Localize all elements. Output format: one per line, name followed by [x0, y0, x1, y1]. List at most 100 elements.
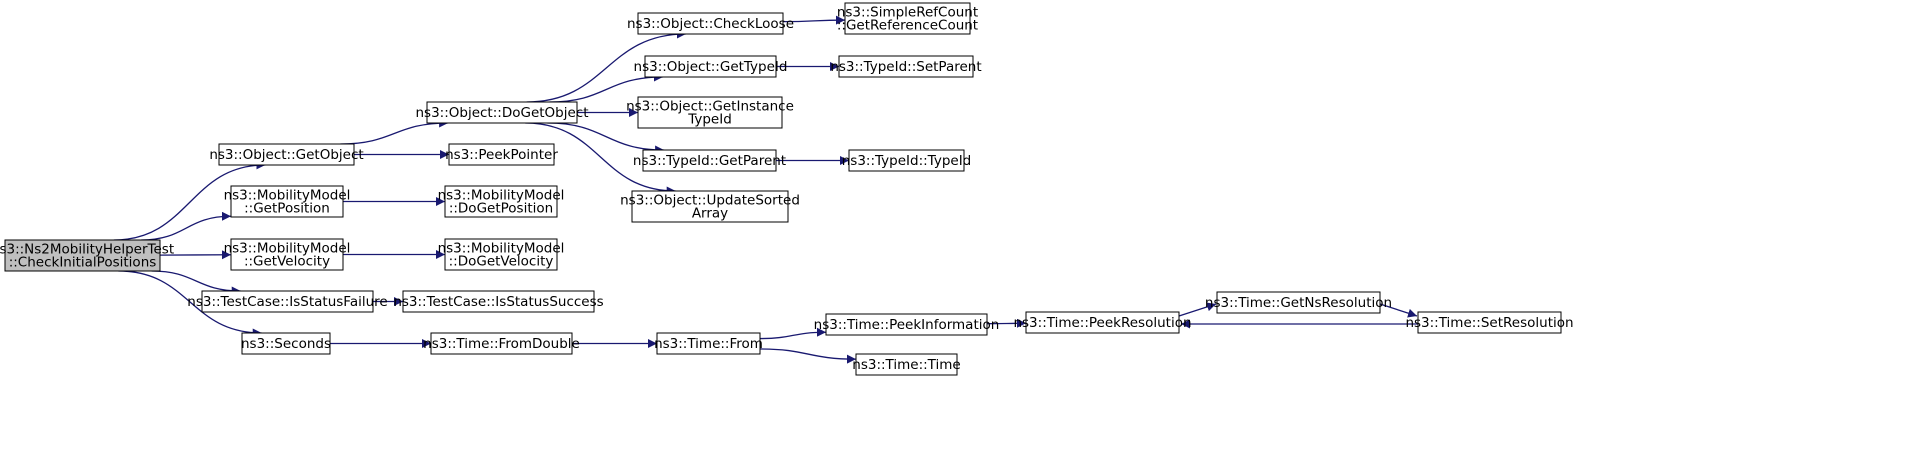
edge-n0-to-n1	[113, 160, 266, 241]
node-label: ns3::MobilityModel	[438, 241, 565, 257]
node-layer: ns3::Ns2MobilityHelperTest::CheckInitial…	[0, 2, 1574, 376]
node-box	[241, 332, 331, 355]
node-box	[844, 2, 971, 35]
node-label: ns3::SimpleRefCount	[837, 5, 978, 21]
edge-n17-to-n22	[759, 348, 857, 364]
graph-node-n8[interactable]: ns3::MobilityModel::DoGetPosition	[438, 185, 565, 218]
graph-node-n7[interactable]: ns3::PeekPointer	[445, 143, 558, 166]
node-label: ns3::Ns2MobilityHelperTest	[0, 242, 174, 258]
node-label: Array	[692, 206, 728, 222]
edge-n0-to-n2	[141, 211, 232, 241]
node-box	[230, 238, 344, 271]
node-label: ns3::Time::PeekInformation	[814, 317, 1000, 333]
graph-node-n4[interactable]: ns3::TestCase::IsStatusFailure	[187, 290, 388, 313]
graph-node-n21[interactable]: ns3::Time::PeekInformation	[814, 313, 1000, 336]
edge-n6-to-n13	[549, 72, 663, 103]
graph-node-n13[interactable]: ns3::Object::GetTypeId	[634, 55, 788, 78]
node-label: TypeId	[687, 112, 732, 128]
node-box	[218, 143, 355, 166]
graph-node-n1[interactable]: ns3::Object::GetObject	[209, 143, 364, 166]
graph-node-n24[interactable]: ns3::Time::GetNsResolution	[1205, 291, 1392, 314]
node-label: ns3::MobilityModel	[438, 188, 565, 204]
node-label: ns3::TypeId::TypeId	[842, 153, 972, 169]
edge-n0-to-n5	[118, 270, 262, 338]
node-box	[644, 55, 777, 78]
edge-n17-to-n21	[759, 327, 827, 340]
node-label: ns3::TestCase::IsStatusFailure	[187, 294, 387, 310]
node-box	[637, 96, 783, 129]
node-box	[838, 55, 974, 78]
node-label: ::GetPosition	[244, 201, 330, 217]
graph-node-n0[interactable]: ns3::Ns2MobilityHelperTest::CheckInitial…	[0, 239, 174, 272]
node-box	[402, 290, 595, 313]
node-label: ::DoGetVelocity	[449, 254, 554, 270]
graph-node-n25[interactable]: ns3::Time::SetResolution	[1405, 311, 1574, 334]
graph-node-n6[interactable]: ns3::Object::DoGetObject	[415, 101, 589, 124]
edge-n12-to-n18	[782, 15, 846, 25]
graph-node-n19[interactable]: ns3::TypeId::SetParent	[830, 55, 982, 78]
edge-n6-to-n12	[526, 29, 686, 103]
graph-node-n9[interactable]: ns3::MobilityModel::DoGetVelocity	[438, 238, 565, 271]
node-label: ns3::Time::GetNsResolution	[1205, 295, 1392, 311]
node-box	[444, 238, 558, 271]
node-box	[642, 149, 777, 172]
node-label: ns3::Object::UpdateSorted	[620, 193, 800, 209]
node-box	[1025, 311, 1180, 334]
graph-node-n10[interactable]: ns3::TestCase::IsStatusSuccess	[393, 290, 604, 313]
node-box	[430, 332, 573, 355]
node-label: ns3::PeekPointer	[445, 147, 558, 163]
node-box	[230, 185, 344, 218]
graph-node-n23[interactable]: ns3::Time::PeekResolution	[1013, 311, 1192, 334]
node-label: ns3::TestCase::IsStatusSuccess	[393, 294, 603, 310]
node-box	[848, 149, 965, 172]
node-box	[825, 313, 988, 336]
graph-node-n11[interactable]: ns3::Time::FromDouble	[423, 332, 580, 355]
node-box	[4, 239, 161, 272]
node-label: ns3::Time::From	[654, 336, 763, 352]
node-box	[201, 290, 374, 313]
edge-n6-to-n15	[547, 122, 665, 155]
node-label: ns3::Time::FromDouble	[423, 336, 580, 352]
node-label: ::CheckInitialPositions	[9, 255, 157, 271]
edge-n24-to-n25	[1379, 303, 1418, 318]
node-box	[444, 185, 558, 218]
node-box	[631, 190, 789, 223]
node-label: ns3::MobilityModel	[224, 241, 351, 257]
node-box	[426, 101, 578, 124]
edge-n23-to-n24	[1178, 302, 1217, 317]
graph-node-n20[interactable]: ns3::TypeId::TypeId	[842, 149, 972, 172]
node-box	[1216, 291, 1381, 314]
node-label: ::GetReferenceCount	[837, 18, 978, 34]
node-label: ns3::Object::DoGetObject	[415, 105, 588, 121]
graph-node-n18[interactable]: ns3::SimpleRefCount::GetReferenceCount	[837, 2, 978, 35]
node-label: ns3::Object::GetObject	[209, 147, 363, 163]
graph-node-n2[interactable]: ns3::MobilityModel::GetPosition	[224, 185, 351, 218]
node-label: ::GetVelocity	[244, 254, 330, 270]
edge-n0-to-n4	[151, 270, 241, 296]
node-label: ns3::Time::Time	[852, 357, 960, 373]
edge-layer	[113, 15, 1418, 364]
node-box	[637, 12, 784, 35]
node-label: ns3::Time::SetResolution	[1405, 315, 1573, 331]
node-label: ::DoGetPosition	[449, 201, 553, 217]
node-box	[656, 332, 761, 355]
graph-node-n22[interactable]: ns3::Time::Time	[852, 353, 961, 376]
node-label: ns3::Object::GetTypeId	[634, 59, 788, 75]
node-box	[1417, 311, 1562, 334]
node-label: ns3::TypeId::GetParent	[633, 153, 786, 169]
node-box	[448, 143, 555, 166]
graph-node-n3[interactable]: ns3::MobilityModel::GetVelocity	[224, 238, 351, 271]
node-label: ns3::Object::CheckLoose	[627, 16, 794, 32]
graph-node-n15[interactable]: ns3::TypeId::GetParent	[633, 149, 786, 172]
graph-node-n12[interactable]: ns3::Object::CheckLoose	[627, 12, 794, 35]
node-label: ns3::TypeId::SetParent	[830, 59, 981, 75]
graph-node-n5[interactable]: ns3::Seconds	[241, 332, 331, 355]
graph-node-n17[interactable]: ns3::Time::From	[654, 332, 763, 355]
node-box	[855, 353, 958, 376]
node-label: ns3::Object::GetInstance	[626, 99, 794, 115]
edge-n1-to-n6	[340, 118, 449, 145]
